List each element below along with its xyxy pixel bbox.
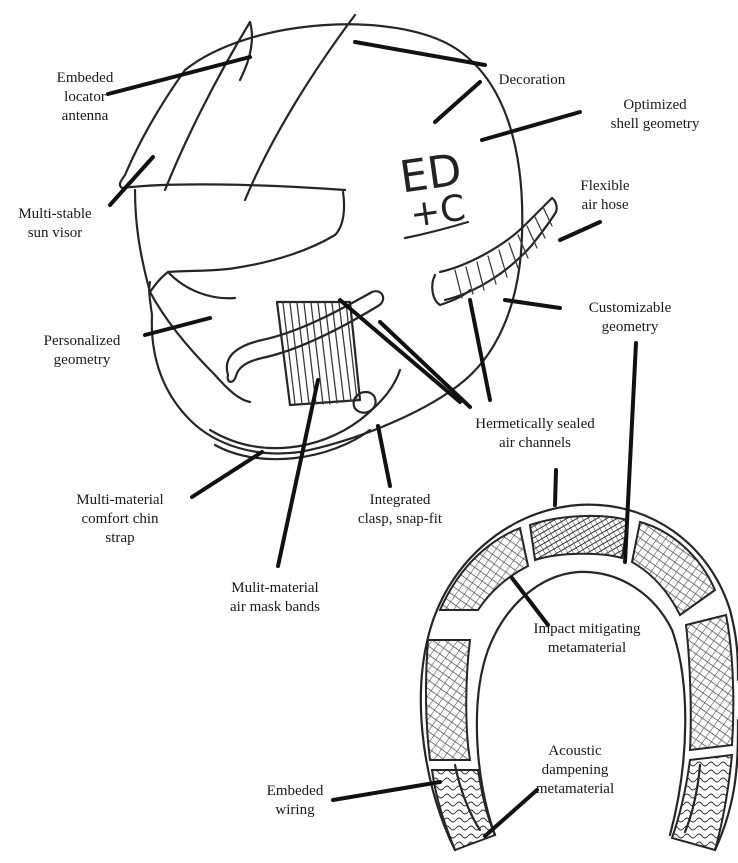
label-embedded-wiring: Embeded wiring	[250, 782, 340, 820]
leader-channels-2	[470, 300, 490, 400]
label-customizable-geometry: Customizable geometry	[550, 299, 710, 337]
label-impact-metamaterial: Impact mitigating metamaterial	[512, 620, 662, 658]
leader-customizable-section	[625, 343, 636, 562]
leader-flexible-hose	[560, 222, 600, 240]
leader-chin-strap	[192, 452, 262, 497]
label-mask-bands: Mulit-material air mask bands	[205, 579, 345, 617]
label-decoration: Decoration	[482, 71, 582, 90]
leader-decoration-shell	[355, 42, 485, 65]
antenna-ridge	[165, 22, 250, 190]
sun-visor	[135, 190, 344, 292]
label-clasp: Integrated clasp, snap-fit	[345, 491, 455, 529]
clasp	[354, 392, 376, 413]
leader-clasp	[378, 426, 390, 486]
decoration-text-line2: +C	[408, 188, 468, 236]
leader-air-channels-section	[555, 470, 556, 505]
label-embedded-antenna: Embeded locator antenna	[30, 69, 140, 126]
leader-optimized-shell	[482, 112, 580, 140]
leader-sun-visor	[110, 157, 153, 205]
label-flexible-hose: Flexible air hose	[555, 177, 655, 215]
leader-channels-1	[380, 322, 470, 407]
leader-wiring	[333, 782, 440, 800]
leader-decoration-text	[435, 82, 480, 122]
label-personalized-geometry: Personalized geometry	[22, 332, 142, 370]
mask-bands	[277, 302, 360, 405]
label-optimized-shell: Optimized shell geometry	[580, 96, 730, 134]
label-acoustic-metamaterial: Acoustic dampening metamaterial	[510, 742, 640, 799]
label-sun-visor: Multi-stable sun visor	[0, 205, 110, 243]
label-chin-strap: Multi-material comfort chin strap	[60, 491, 180, 548]
leader-mask-bands	[278, 380, 318, 566]
label-air-channels: Hermetically sealed air channels	[455, 415, 615, 453]
